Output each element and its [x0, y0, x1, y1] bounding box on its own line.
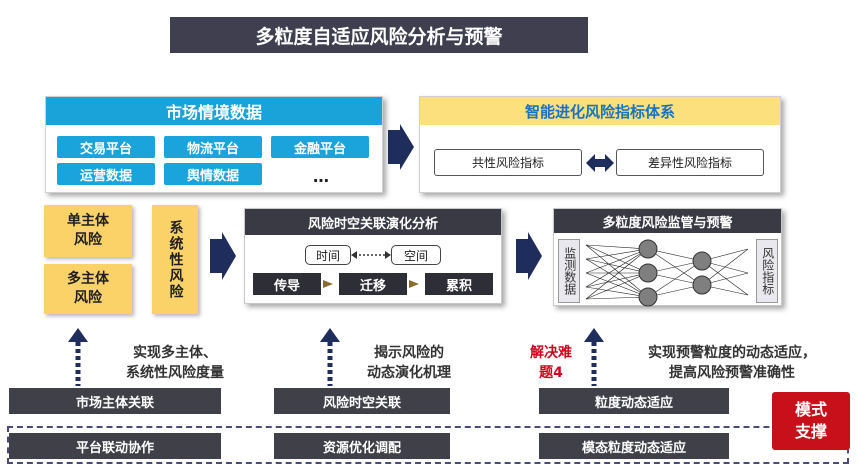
monitoring-warning-box: 多粒度风险监管与预警 监测数据 风险指标	[553, 208, 782, 307]
single-subject-risk: 单主体 风险	[44, 205, 132, 257]
step-accumulation: 累积	[425, 273, 493, 295]
up-arrow-icon	[584, 328, 604, 386]
market-data-box: 市场情境数据 交易平台 物流平台 金融平台 运营数据 舆情数据 …	[45, 96, 383, 193]
time-pill: 时间	[305, 245, 351, 265]
differential-risk-indicator: 差异性风险指标	[616, 149, 764, 176]
indicator-system-header: 智能进化风险指标体系	[420, 97, 780, 125]
chevron-right-icon	[323, 280, 333, 288]
step-conduction: 传导	[253, 273, 321, 295]
systemic-risk: 系统性风险	[152, 205, 198, 314]
up-arrow-icon	[68, 328, 88, 386]
granularity-adaptation-bar: 粒度动态适应	[539, 388, 729, 414]
risk-indicator-label: 风险指标	[760, 247, 775, 295]
description-accuracy: 实现预警粒度的动态适应， 提高风险预警准确性	[648, 345, 816, 382]
chevron-right-icon	[409, 280, 419, 288]
arrow-right-icon	[516, 232, 542, 280]
neural-network-icon	[585, 239, 749, 307]
monitoring-data-label-box: 监测数据	[558, 239, 580, 303]
indicator-system-box: 智能进化风险指标体系 共性风险指标 差异性风险指标	[419, 96, 781, 193]
description-mechanism: 揭示风险的 动态演化机理	[367, 345, 451, 382]
risk-spatiotemporal-association-bar: 风险时空关联	[274, 388, 450, 414]
resource-optimization-bar: 资源优化调配	[274, 433, 450, 459]
monitoring-data-label: 监测数据	[562, 247, 577, 295]
multi-subject-risk: 多主体 风险	[44, 264, 132, 314]
risk-indicator-label-box: 风险指标	[756, 239, 778, 303]
description-measurement: 实现多主体、 系统性风险度量	[126, 345, 224, 382]
spatiotemporal-analysis-box: 风险时空关联演化分析 时间 空间 传导 迁移 累积	[244, 208, 502, 304]
space-pill: 空间	[391, 245, 441, 265]
chip-operation-data: 运营数据	[57, 163, 155, 185]
chip-logistics-platform: 物流平台	[164, 136, 262, 158]
analysis-header: 风险时空关联演化分析	[245, 209, 501, 235]
double-arrow-icon	[586, 154, 614, 172]
chip-public-opinion-data: 舆情数据	[164, 163, 262, 185]
up-arrow-icon	[320, 328, 340, 386]
platform-collaboration-bar: 平台联动协作	[9, 433, 221, 459]
chip-finance-platform: 金融平台	[271, 136, 369, 158]
market-subject-association-bar: 市场主体关联	[9, 388, 221, 414]
monitor-header: 多粒度风险监管与预警	[554, 209, 781, 233]
more-ellipsis: …	[313, 166, 329, 186]
arrow-right-icon	[388, 124, 414, 170]
arrow-right-icon	[210, 232, 236, 280]
mode-support-badge: 模式 支撑	[772, 392, 850, 450]
page-title: 多粒度自适应风险分析与预警	[170, 17, 588, 53]
common-risk-indicator: 共性风险指标	[434, 149, 582, 176]
problem-4-label: 解决难 题4	[530, 345, 572, 382]
modal-granularity-bar: 模态粒度动态适应	[539, 433, 729, 459]
chip-trading-platform: 交易平台	[57, 136, 155, 158]
dotted-double-arrow-icon	[351, 251, 391, 259]
step-migration: 迁移	[339, 273, 407, 295]
market-data-header: 市场情境数据	[46, 97, 382, 125]
